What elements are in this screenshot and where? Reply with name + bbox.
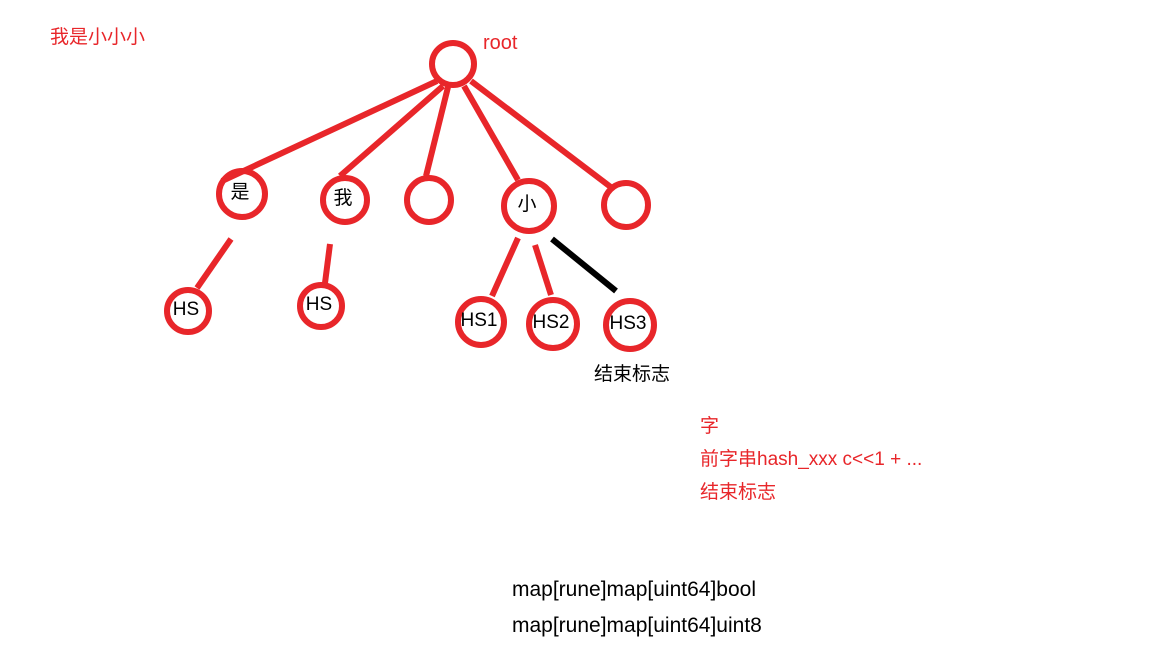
node-circle-n-xiao (501, 178, 557, 234)
tree-edge-root-to-n-shi (220, 78, 439, 184)
code-note-block: map[rune]map[uint64]bool map[rune]map[uin… (512, 572, 762, 644)
tree-edge-n-xiao-to-n-hs3 (550, 236, 618, 294)
tree-node-n-hs2[interactable]: HS2 (526, 297, 580, 351)
red-note-line-1: 字 (700, 416, 720, 437)
tree-node-n-wo[interactable]: 我 (320, 175, 370, 225)
node-label-n-hs-b: HS (306, 294, 332, 315)
node-circle-n-e2 (601, 180, 651, 230)
code-note-line-1: map[rune]map[uint64]bool (512, 578, 756, 601)
tree-edge-root-to-n-e2 (469, 78, 614, 191)
tree-edge-n-xiao-to-n-hs2 (532, 244, 554, 296)
node-circle-n-e1 (404, 175, 454, 225)
annotation-top-left: 我是小小小 (50, 27, 146, 48)
node-label-n-hs-a: HS (173, 299, 199, 320)
red-note-line-3: 结束标志 (700, 482, 777, 503)
tree-edge-n-wo-to-n-hs-b (322, 243, 333, 284)
tree-node-root[interactable] (429, 40, 477, 88)
tree-edge-root-to-n-wo (338, 83, 445, 179)
red-note-line-2: 前字串hash_xxx c<<1 + ... (700, 449, 923, 470)
node-circle-n-hs3 (603, 298, 657, 352)
tree-node-n-hs3[interactable]: HS3 (603, 298, 657, 352)
node-circle-n-wo (320, 175, 370, 225)
tree-edge-root-to-n-xiao (461, 84, 521, 182)
node-label-n-xiao: 小 (517, 193, 536, 215)
red-note-block: 字前字串hash_xxx c<<1 + ... 结束标志 (700, 410, 922, 509)
tree-edge-root-to-n-e1 (423, 86, 451, 177)
node-label-n-hs3: HS3 (610, 313, 647, 334)
node-circle-root (429, 40, 477, 88)
tree-edge-n-xiao-to-n-hs1 (489, 236, 521, 298)
tree-node-n-shi[interactable]: 是 (216, 168, 268, 220)
node-circle-n-hs1 (455, 296, 507, 348)
tree-node-n-hs1[interactable]: HS1 (455, 296, 507, 348)
tree-edge-n-shi-to-n-hs-a (194, 237, 234, 290)
tree-node-n-e2[interactable] (601, 180, 651, 230)
tree-node-n-xiao[interactable]: 小 (501, 178, 557, 234)
tree-node-n-e1[interactable] (404, 175, 454, 225)
edges-layer (194, 78, 618, 298)
end-marker-label: 结束标志 (594, 364, 671, 385)
node-label-n-hs2: HS2 (533, 312, 570, 333)
tree-node-n-hs-b[interactable]: HS (297, 282, 345, 330)
nodes-layer: 是 我 小 HS HS HS1 HS2 HS3 (164, 40, 657, 352)
root-label: root (483, 32, 518, 54)
node-label-n-shi: 是 (230, 182, 249, 203)
node-label-n-wo: 我 (333, 187, 352, 209)
code-note-line-2: map[rune]map[uint64]uint8 (512, 614, 762, 637)
node-circle-n-hs-b (297, 282, 345, 330)
tree-node-n-hs-a[interactable]: HS (164, 287, 212, 335)
node-circle-n-hs2 (526, 297, 580, 351)
node-circle-n-hs-a (164, 287, 212, 335)
node-circle-n-shi (216, 168, 268, 220)
node-label-n-hs1: HS1 (461, 310, 498, 331)
